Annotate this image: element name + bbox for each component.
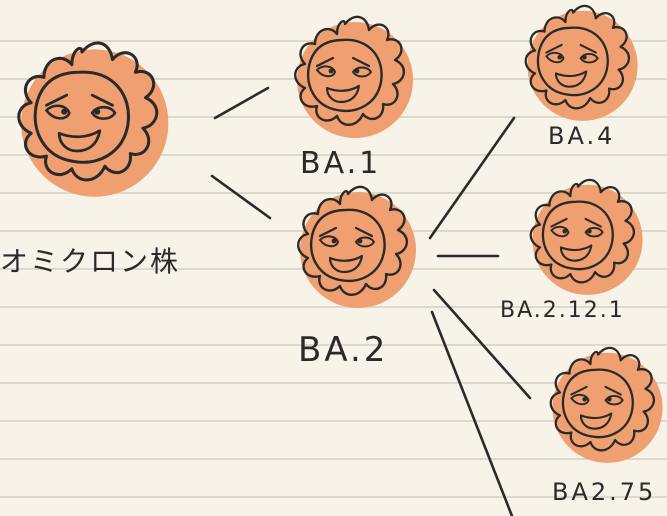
node-label-root: オミクロン株 (0, 245, 181, 278)
sunflower-face-icon (524, 4, 639, 123)
node-label-ba-1: BA.1 (300, 146, 382, 181)
node-label-ba-2: BA.2 (298, 330, 389, 370)
sunflower-face-icon (529, 178, 644, 297)
node-label-ba-2-75: BA2.75 (552, 478, 657, 506)
edge-root-ba1 (213, 86, 270, 120)
edge-ba2-offscreen (430, 310, 514, 516)
node-label-ba-4: BA.4 (548, 122, 616, 150)
sunflower-face-icon (297, 185, 418, 310)
edge-root-ba2 (210, 174, 272, 220)
sunflower-face-icon (549, 346, 664, 465)
edge-ba2-ba4 (428, 116, 516, 240)
node-label-ba-2-12-1: BA.2.12.1 (500, 298, 625, 323)
sunflower-face-icon (294, 15, 415, 140)
edge-ba2-ba2-75 (432, 288, 532, 400)
sunflower-face-icon (17, 41, 170, 199)
